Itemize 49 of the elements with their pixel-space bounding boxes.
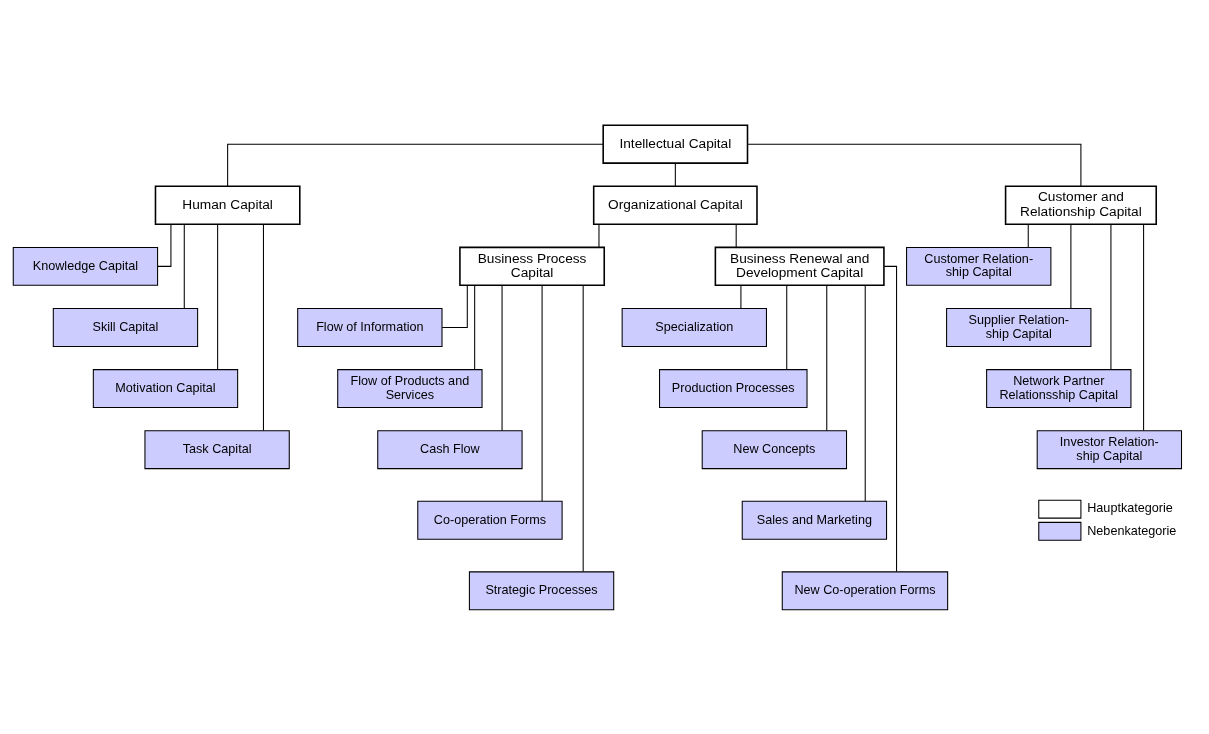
node-box: Skill Capital: [52, 307, 199, 347]
node-box: Network Partner Relationsship Capital: [986, 368, 1132, 408]
node-box: Human Capital: [154, 185, 301, 225]
connector: [864, 284, 866, 501]
connector: [598, 223, 600, 248]
node-box: Task Capital: [144, 429, 290, 469]
connector: [501, 284, 503, 431]
node-box: Sales and Marketing: [741, 500, 888, 540]
connector: [883, 265, 898, 572]
connector: [747, 143, 1082, 187]
connector: [227, 143, 604, 187]
connector: [1027, 223, 1029, 248]
node-box: New Co-operation Forms: [781, 570, 949, 610]
node-box: Investor Relation- ship Capital: [1036, 429, 1183, 469]
connector: [441, 284, 468, 328]
connector: [582, 284, 584, 572]
legend-label: Hauptkategorie: [1087, 500, 1173, 515]
node-box: Organizational Capital: [592, 185, 758, 225]
legend-label: Nebenkategorie: [1087, 523, 1177, 538]
node-box: Strategic Processes: [468, 570, 615, 610]
connector: [262, 223, 264, 431]
connector: [674, 162, 676, 187]
node-box: Customer and Relationship Capital: [1004, 185, 1157, 225]
connector: [183, 223, 185, 309]
node-box: Flow of Information: [297, 307, 443, 347]
node-box: Knowledge Capital: [12, 246, 159, 286]
connector: [157, 223, 172, 267]
node-box: Business Renewal and Development Capital: [714, 246, 885, 286]
node-box: Cash Flow: [377, 429, 523, 469]
connector: [474, 284, 476, 370]
connector: [541, 284, 543, 501]
node-box: Specialization: [621, 307, 767, 347]
connector: [735, 223, 737, 248]
node-box: Customer Relation- ship Capital: [906, 246, 1052, 286]
connector: [1070, 223, 1072, 309]
node-box: Co-operation Forms: [417, 500, 563, 540]
connector: [826, 284, 828, 431]
connector: [1110, 223, 1112, 370]
connector: [786, 284, 788, 370]
node-box: Supplier Relation- ship Capital: [946, 307, 1092, 347]
node-box: Intellectual Capital: [602, 123, 749, 164]
node-box: Flow of Products and Services: [337, 368, 483, 408]
node-box: Motivation Capital: [92, 368, 239, 408]
connector: [740, 284, 742, 309]
node-box: Production Processes: [659, 368, 808, 408]
node-box: New Concepts: [701, 429, 848, 469]
connector: [1143, 223, 1145, 431]
node-box: Business Process Capital: [459, 246, 606, 286]
connector: [217, 223, 219, 370]
